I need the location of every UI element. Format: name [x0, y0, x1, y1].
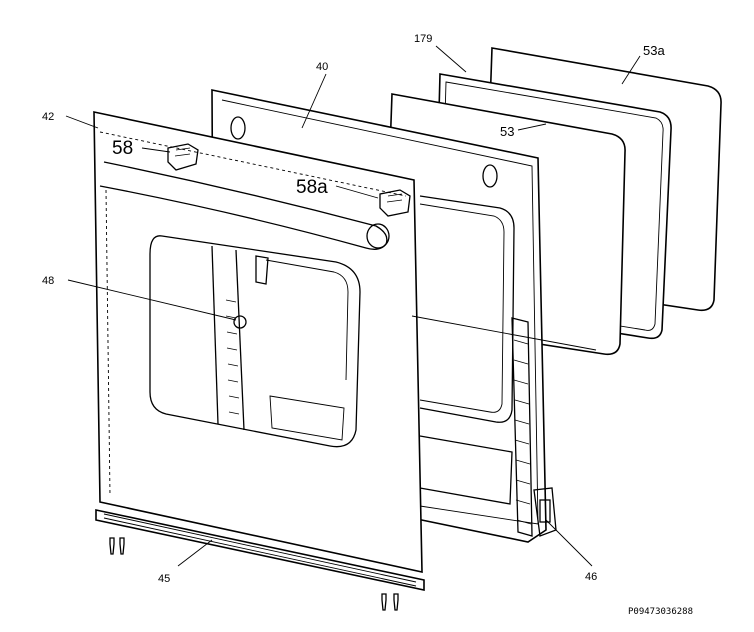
screw-pair-left [109, 537, 125, 555]
label-58: 58 [112, 138, 133, 159]
label-53a: 53a [643, 43, 665, 58]
label-48: 48 [42, 275, 54, 287]
label-46: 46 [585, 571, 597, 583]
front-glass-panel-42 [93, 111, 423, 573]
label-53: 53 [500, 124, 514, 139]
label-58a: 58a [296, 177, 328, 198]
label-42: 42 [42, 111, 54, 123]
bottom-trim-45 [95, 509, 425, 591]
reference-code: P09473036288 [628, 607, 693, 617]
leader-lines [65, 45, 641, 567]
label-179: 179 [414, 33, 432, 45]
label-45: 45 [158, 573, 170, 585]
label-40: 40 [316, 61, 328, 73]
screw-pair-right [381, 593, 399, 611]
